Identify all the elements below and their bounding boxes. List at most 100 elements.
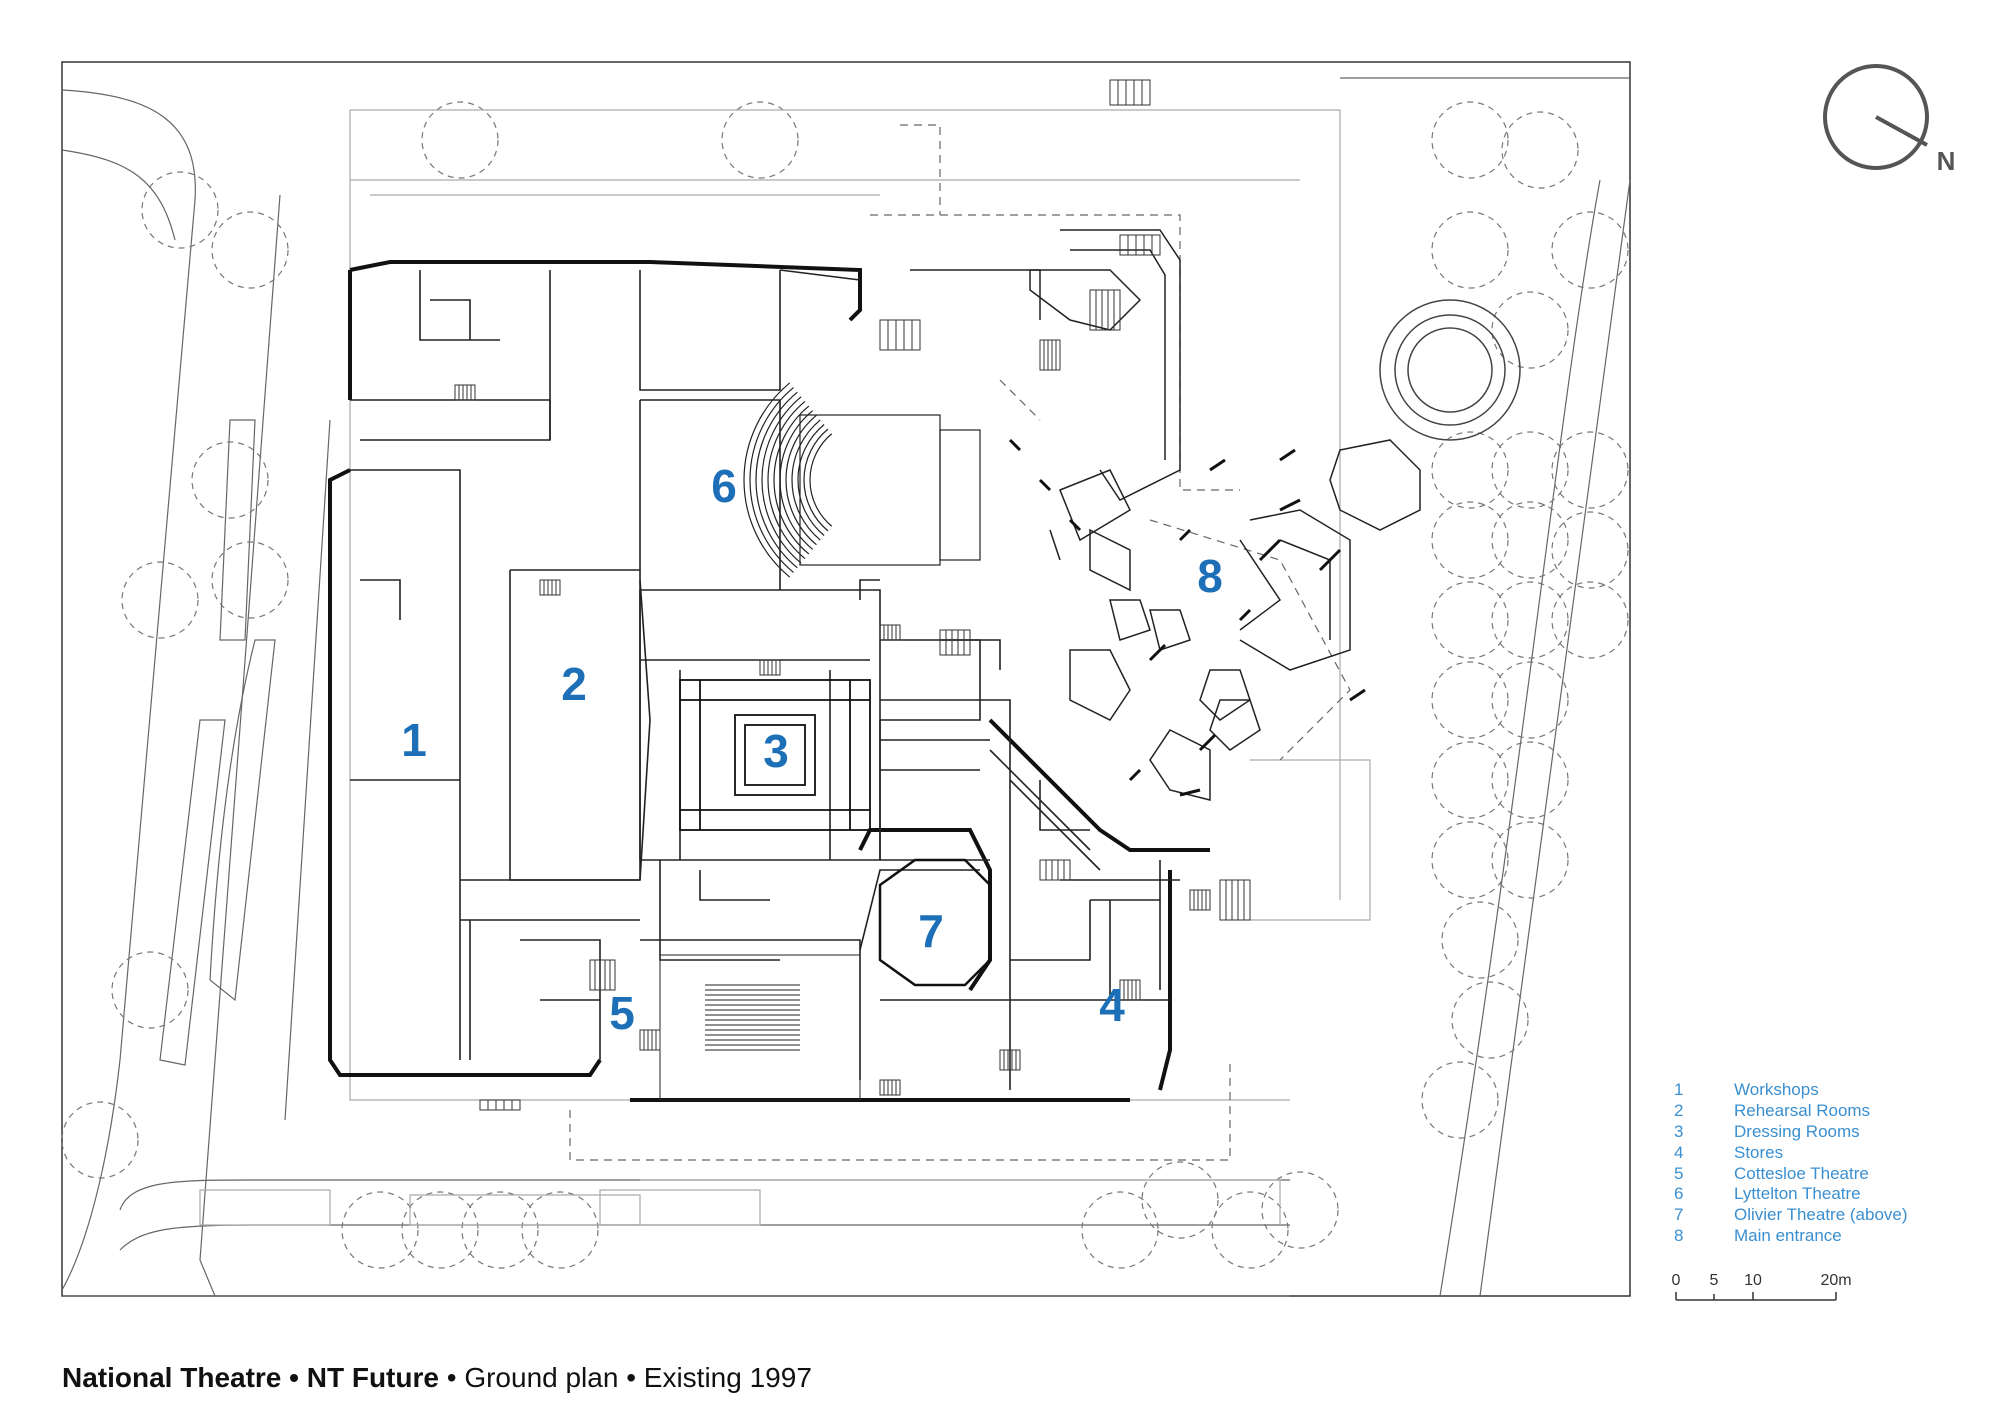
foyer-dash	[1128, 768, 1142, 782]
legend-name-8: Main entrance	[1734, 1226, 1842, 1245]
stair-block	[1109, 79, 1151, 106]
cottesloe-seating	[659, 954, 861, 1101]
lyttelton-seat-row	[773, 405, 810, 555]
tree-canopy	[211, 541, 289, 619]
legend-num-5: 5	[1674, 1164, 1683, 1183]
tree-canopy	[1431, 661, 1509, 739]
tree-canopy	[1081, 1191, 1159, 1269]
tree-canopy	[1141, 1161, 1219, 1239]
legend-name-5: Cottesloe Theatre	[1734, 1164, 1869, 1183]
legend-name-4: Stores	[1734, 1143, 1783, 1162]
foyer-dash	[1258, 538, 1282, 562]
stair-blocks	[454, 79, 1251, 1111]
legend-num-7: 7	[1674, 1205, 1683, 1224]
stair-block	[639, 1029, 661, 1051]
site-roads	[61, 77, 1631, 1297]
lyttelton-seat-row	[785, 414, 817, 546]
foyer-dash	[1349, 688, 1366, 702]
tree-canopy	[141, 171, 219, 249]
tree-canopy	[1551, 511, 1629, 589]
scale-bar-line	[1675, 1292, 1837, 1301]
stair-block	[879, 1079, 901, 1096]
tree-canopy	[1491, 661, 1569, 739]
dressing-rooms-court	[679, 679, 871, 831]
tree-canopy	[1491, 581, 1569, 659]
tree-canopy	[1421, 1061, 1499, 1139]
foyer-dash	[1179, 788, 1201, 797]
tree-canopy	[1491, 741, 1569, 819]
scale-bar: 0 5 10 20m	[1672, 1272, 1852, 1301]
stair-block	[1119, 979, 1141, 1001]
tree-canopy	[1501, 111, 1579, 189]
foyer-dash	[1178, 528, 1192, 542]
tree-canopy	[1431, 501, 1509, 579]
legend-num-8: 8	[1674, 1226, 1683, 1245]
legend: 1 Workshops 2 Rehearsal Rooms 3 Dressing…	[1674, 1080, 1908, 1245]
tree-canopies	[61, 101, 1629, 1269]
caption-details: • Ground plan • Existing 1997	[438, 1362, 812, 1393]
tree-canopy	[1431, 581, 1509, 659]
tree-canopy	[421, 101, 499, 179]
olivier-auditorium-outline	[878, 858, 992, 987]
north-circle	[1823, 64, 1929, 170]
legend-num-6: 6	[1674, 1184, 1683, 1203]
tree-canopy	[1451, 981, 1529, 1059]
tree-canopy	[1431, 431, 1509, 509]
stair-block	[999, 1049, 1021, 1071]
tree-canopy	[721, 101, 799, 179]
lyttelton-seat-row	[809, 433, 833, 527]
zone-label-2: 2	[561, 658, 587, 710]
tree-canopy	[1491, 821, 1569, 899]
foyer-dash	[1148, 643, 1167, 662]
north-needle	[1875, 115, 1928, 147]
drawing-frame	[61, 61, 1631, 1297]
stair-block	[479, 1099, 521, 1111]
zone-label-7: 7	[918, 905, 944, 957]
legend-name-7: Olivier Theatre (above)	[1734, 1205, 1908, 1224]
stair-block	[1039, 859, 1071, 881]
stair-block	[1089, 289, 1121, 331]
lyttelton-seat-row	[743, 382, 791, 578]
tree-canopy	[1551, 211, 1629, 289]
scale-tick-0: 0	[1672, 1272, 1681, 1289]
tree-canopy	[461, 1191, 539, 1269]
stair-block	[1039, 339, 1061, 371]
north-arrow: N	[1823, 64, 1956, 176]
foyer-dash	[1209, 458, 1226, 472]
foyer-column-dashes	[1008, 438, 1366, 797]
lyttelton-seat-row	[791, 419, 821, 541]
legend-name-2: Rehearsal Rooms	[1734, 1101, 1870, 1120]
foyer-dash	[1279, 448, 1296, 462]
tree-canopy	[1211, 1191, 1289, 1269]
circular-structure	[1379, 299, 1521, 441]
legend-num-3: 3	[1674, 1122, 1683, 1141]
tree-canopy	[1491, 431, 1569, 509]
site-boundary-lines	[199, 109, 1371, 1226]
foyer-dash	[1318, 548, 1342, 572]
zone-label-1: 1	[401, 714, 427, 766]
tree-canopy	[1261, 1171, 1339, 1249]
tree-canopy	[341, 1191, 419, 1269]
lyttelton-seat-row	[803, 428, 829, 532]
page-caption: National Theatre • NT Future • Ground pl…	[62, 1362, 812, 1394]
lyttelton-seat-row	[749, 387, 794, 573]
legend-num-1: 1	[1674, 1080, 1683, 1099]
north-label: N	[1937, 146, 1956, 176]
zone-label-5: 5	[609, 987, 635, 1039]
tree-canopy	[1431, 211, 1509, 289]
foyer-dash	[1038, 478, 1052, 492]
stair-block	[1189, 889, 1211, 911]
lyttelton-seat-row	[767, 400, 806, 560]
lyttelton-seat-row	[779, 410, 814, 550]
tree-canopy	[61, 1101, 139, 1179]
overhead-dashed-lines	[569, 124, 1351, 1161]
legend-num-2: 2	[1674, 1101, 1683, 1120]
lyttelton-stage	[939, 429, 981, 561]
tree-canopy	[1491, 501, 1569, 579]
stair-block	[454, 384, 476, 401]
legend-name-6: Lyttelton Theatre	[1734, 1184, 1861, 1203]
zone-label-6: 6	[711, 460, 737, 512]
lyttelton-seating	[743, 382, 981, 578]
legend-name-1: Workshops	[1734, 1080, 1819, 1099]
